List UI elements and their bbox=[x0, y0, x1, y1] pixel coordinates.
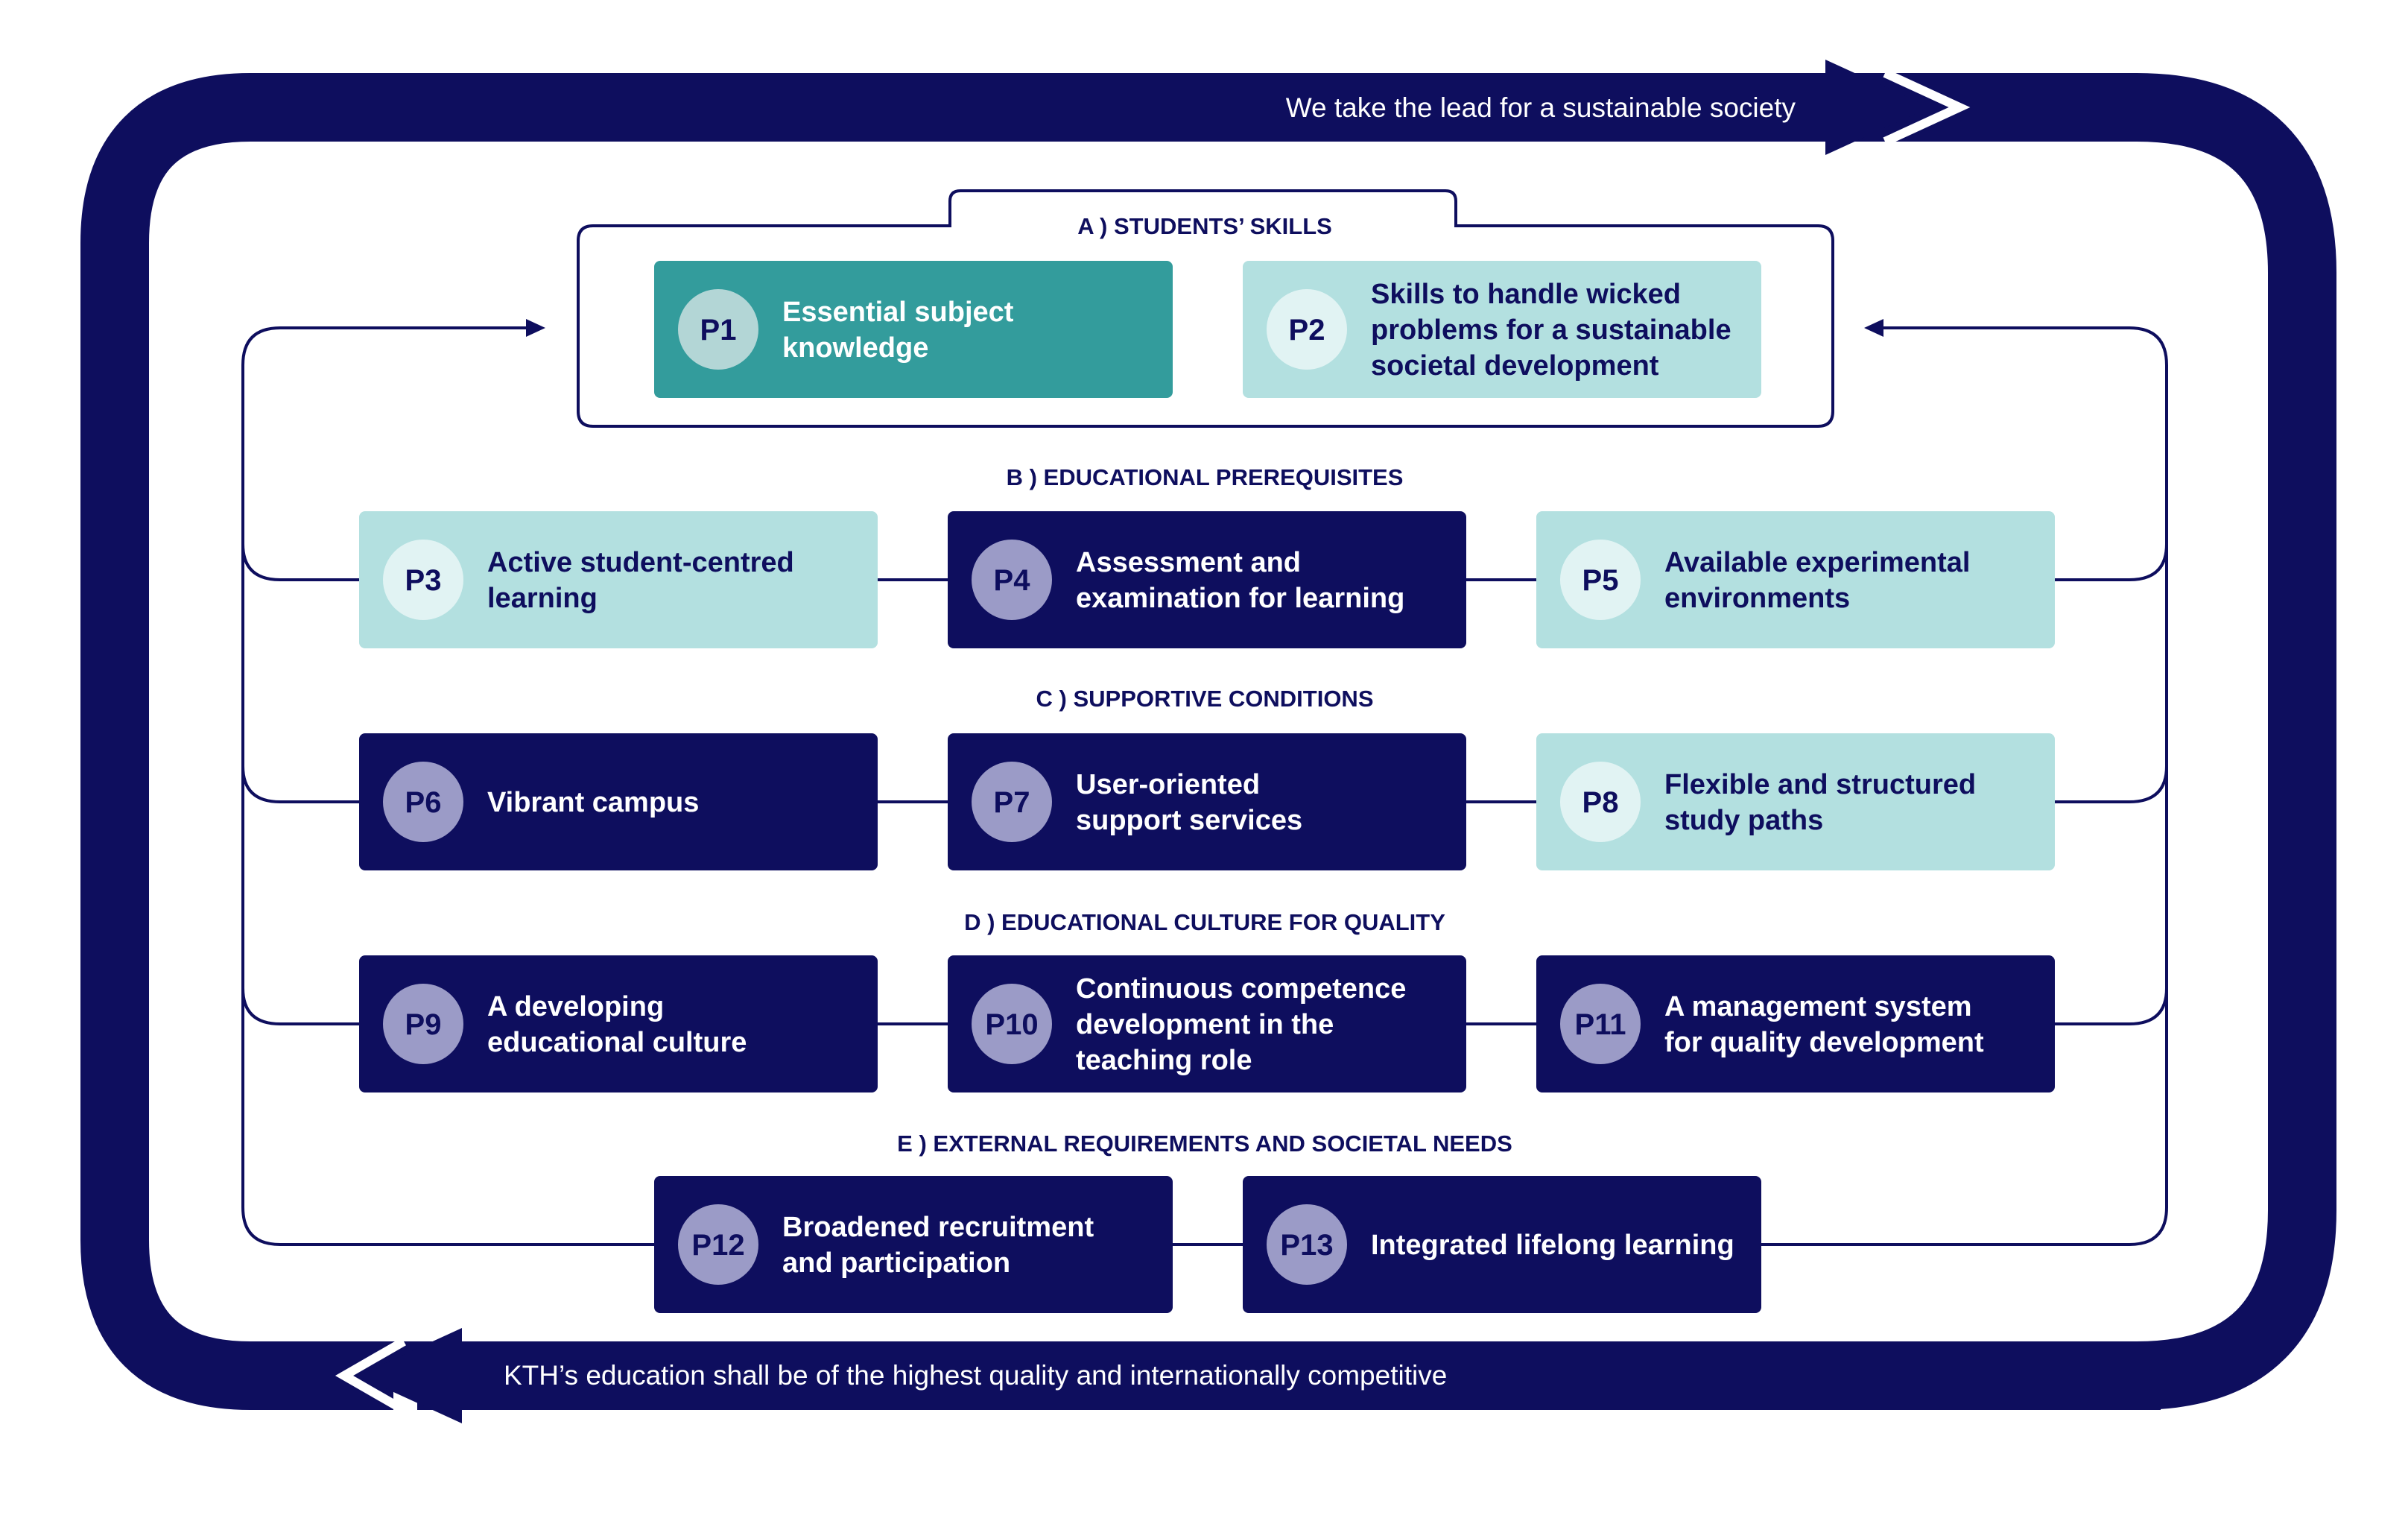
section-title-d: D ) EDUCATIONAL CULTURE FOR QUALITY bbox=[964, 909, 1445, 935]
principle-box-bg bbox=[948, 955, 1466, 1092]
principle-badge bbox=[1560, 762, 1641, 842]
principle-label-line: Active student-centred bbox=[487, 547, 794, 578]
principle-box-p2: P2 Skills to handle wicked problems for a … bbox=[1243, 261, 1761, 398]
principle-badge bbox=[678, 289, 758, 370]
row-connectors bbox=[875, 578, 1536, 1246]
principle-label-line: learning bbox=[487, 583, 598, 614]
principle-id: P11 bbox=[1575, 1008, 1626, 1041]
principle-label-line: for quality development bbox=[1664, 1027, 1984, 1058]
right-feedback-arrowhead bbox=[1864, 319, 1883, 337]
principle-boxes: P1 Essential subject knowledge P2 Skills to … bbox=[359, 261, 2055, 1313]
principle-badge bbox=[1267, 1204, 1347, 1285]
principle-box-bg bbox=[359, 511, 878, 648]
section-title-c: C ) SUPPORTIVE CONDITIONS bbox=[1036, 686, 1374, 712]
principle-badge bbox=[972, 762, 1052, 842]
principle-badge bbox=[972, 540, 1052, 620]
principle-label-line: Available experimental bbox=[1664, 547, 1970, 578]
principle-label-line: Essential subject bbox=[782, 297, 1014, 328]
principle-box-p12: P12 Broadened recruitment and participatio… bbox=[654, 1176, 1173, 1313]
principle-id: P3 bbox=[405, 564, 442, 597]
principle-label-line: Skills to handle wicked bbox=[1371, 279, 1681, 310]
left-feedback-arrowhead bbox=[526, 319, 545, 337]
principle-label-line: problems for a sustainable bbox=[1371, 314, 1731, 346]
principle-box-p1: P1 Essential subject knowledge bbox=[654, 261, 1173, 398]
principle-box-bg bbox=[1536, 955, 2055, 1092]
principle-box-bg bbox=[948, 733, 1466, 870]
section-title-a: A ) STUDENTS’ SKILLS bbox=[1077, 213, 1332, 239]
principle-box-bg bbox=[359, 733, 878, 870]
principle-box-p9: P9 A developing educational culture bbox=[359, 955, 878, 1092]
principle-label-line: Integrated lifelong learning bbox=[1371, 1230, 1734, 1261]
principle-label-line: societal development bbox=[1371, 350, 1659, 382]
principle-label-line: teaching role bbox=[1076, 1045, 1252, 1076]
principle-id: P13 bbox=[1280, 1229, 1333, 1262]
principle-id: P5 bbox=[1582, 564, 1619, 597]
principle-id: P9 bbox=[405, 1008, 442, 1041]
principle-id: P12 bbox=[691, 1229, 744, 1262]
principle-label-line: User-oriented bbox=[1076, 769, 1260, 800]
principle-label-line: study paths bbox=[1664, 805, 1823, 836]
principle-id: P10 bbox=[985, 1008, 1038, 1041]
principle-box-p8: P8 Flexible and structured study paths bbox=[1536, 733, 2055, 870]
principle-label-line: Flexible and structured bbox=[1664, 769, 1976, 800]
right-feedback-connector bbox=[1758, 326, 2168, 1246]
principle-box-bg bbox=[1536, 733, 2055, 870]
principle-id: P2 bbox=[1289, 314, 1325, 347]
principle-box-p7: P7 User-oriented support services bbox=[948, 733, 1466, 870]
principle-box-p6: P6 Vibrant campus bbox=[359, 733, 878, 870]
top-banner-text: We take the lead for a sustainable socie… bbox=[1286, 92, 1796, 123]
bottom-banner-text: KTH’s education shall be of the highest … bbox=[504, 1360, 1447, 1391]
principle-box-bg bbox=[654, 1176, 1173, 1313]
principle-label-line: environments bbox=[1664, 583, 1850, 614]
principle-box-bg bbox=[1536, 511, 2055, 648]
principle-box-bg bbox=[359, 955, 878, 1092]
principle-label-line: Broadened recruitment bbox=[782, 1212, 1094, 1243]
section-a-frame bbox=[577, 189, 1834, 428]
principle-badge bbox=[972, 984, 1052, 1064]
principle-badge bbox=[678, 1204, 758, 1285]
principle-box-bg bbox=[654, 261, 1173, 398]
principle-label-line: support services bbox=[1076, 805, 1302, 836]
principle-label-line: development in the bbox=[1076, 1009, 1334, 1040]
principle-label-line: A management system bbox=[1664, 991, 1972, 1022]
principle-label-line: and participation bbox=[782, 1248, 1010, 1279]
principle-badge bbox=[383, 762, 463, 842]
principle-badge bbox=[383, 984, 463, 1064]
principle-label-line: Vibrant campus bbox=[487, 787, 699, 818]
principle-label-line: knowledge bbox=[782, 332, 928, 364]
principle-label-line: Assessment and bbox=[1076, 547, 1301, 578]
principle-box-p3: P3 Active student-centred learning bbox=[359, 511, 878, 648]
outer-cycle-band bbox=[80, 73, 2336, 1410]
principle-box-bg bbox=[1243, 261, 1761, 398]
principle-id: P7 bbox=[994, 786, 1030, 819]
principle-badge bbox=[1560, 984, 1641, 1064]
principle-id: P4 bbox=[994, 564, 1031, 597]
principle-badge bbox=[1267, 289, 1347, 370]
principle-badge bbox=[383, 540, 463, 620]
left-feedback-connector bbox=[241, 326, 656, 1246]
principle-label-line: A developing bbox=[487, 991, 664, 1022]
section-title-e: E ) EXTERNAL REQUIREMENTS AND SOCIETAL N… bbox=[897, 1131, 1512, 1157]
principle-label-line: educational culture bbox=[487, 1027, 747, 1058]
principle-label-line: Continuous competence bbox=[1076, 973, 1406, 1005]
bottom-arrow-head bbox=[335, 1328, 462, 1423]
principle-box-p10: P10 Continuous competence development in t… bbox=[948, 955, 1466, 1092]
principle-box-bg bbox=[948, 511, 1466, 648]
principle-box-p4: P4 Assessment and examination for learning bbox=[948, 511, 1466, 648]
bottom-band-fill bbox=[447, 1341, 2161, 1410]
principle-box-p5: P5 Available experimental environments bbox=[1536, 511, 2055, 648]
principle-id: P8 bbox=[1582, 786, 1619, 819]
principle-id: P6 bbox=[405, 786, 442, 819]
top-arrow-head bbox=[1825, 60, 1971, 155]
section-title-b: B ) EDUCATIONAL PREREQUISITES bbox=[1007, 464, 1404, 490]
principle-box-bg bbox=[1243, 1176, 1761, 1313]
principle-id: P1 bbox=[700, 314, 737, 347]
principle-box-p11: P11 A management system for quality develo… bbox=[1536, 955, 2055, 1092]
principle-badge bbox=[1560, 540, 1641, 620]
principle-label-line: examination for learning bbox=[1076, 583, 1404, 614]
principle-box-p13: P13 Integrated lifelong learning bbox=[1243, 1176, 1761, 1313]
